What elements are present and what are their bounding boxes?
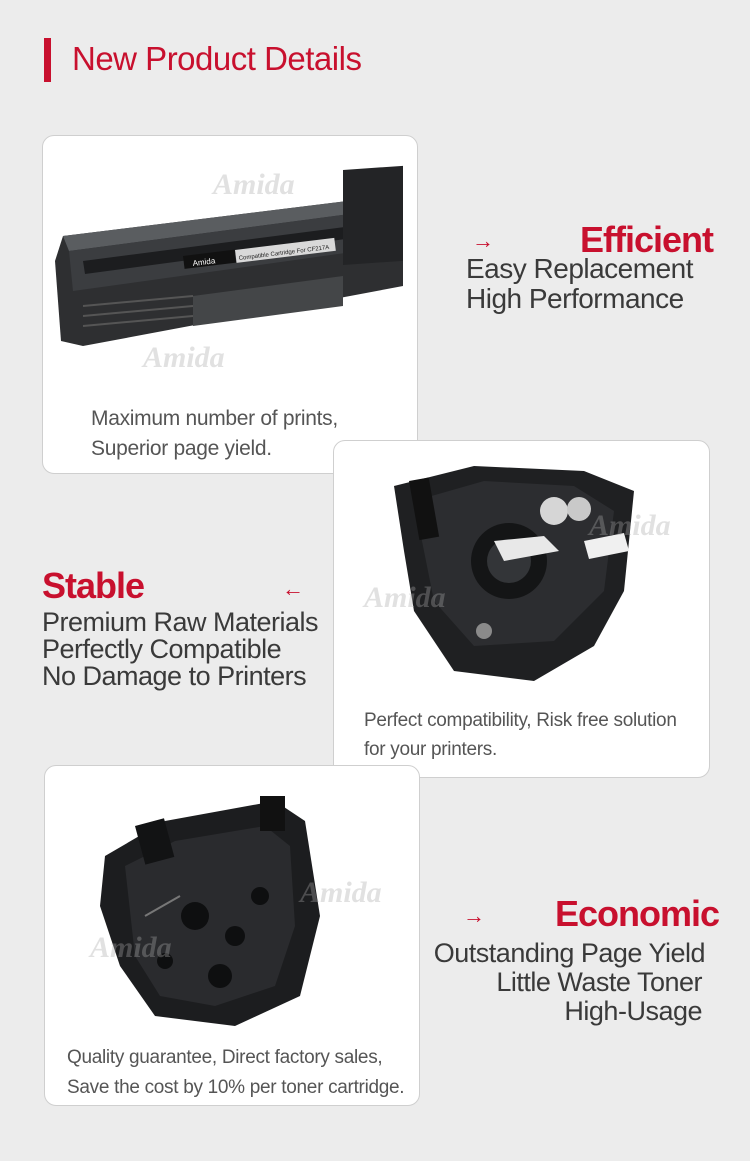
toner-cartridge-end-image xyxy=(100,796,320,1026)
product-card-economic: Amida Amida Quality guarantee, Direct fa… xyxy=(44,765,420,1106)
caption-line: Quality guarantee, Direct factory sales, xyxy=(67,1047,383,1068)
caption-line: Save the cost by 10% per toner cartridge… xyxy=(67,1077,405,1098)
arrow-left-icon: ← xyxy=(282,576,304,601)
feature-line: Little Waste Toner xyxy=(496,967,702,997)
feature-line: Easy Replacement xyxy=(466,253,694,284)
watermark-bottom: Amida xyxy=(90,931,172,964)
feature-line: Premium Raw Materials xyxy=(42,607,319,637)
feature-line: High-Usage xyxy=(564,996,702,1026)
product-card-stable: Amida Amida Perfect compatibility, Risk … xyxy=(333,440,710,778)
product-card-efficient: Amida Compatible Cartridge For CF217A Am… xyxy=(42,135,418,474)
feature-line: High Performance xyxy=(466,283,684,314)
feature-title-stable: Stable xyxy=(42,565,145,606)
header-accent-bar xyxy=(44,38,51,82)
toner-cartridge-top-image: Amida Compatible Cartridge For CF217A xyxy=(55,165,403,346)
caption-line: Perfect compatibility, Risk free solutio… xyxy=(364,710,677,731)
feature-line: No Damage to Printers xyxy=(42,661,307,691)
card-caption-stable: Perfect compatibility, Risk free solutio… xyxy=(364,706,677,764)
page-title: New Product Details xyxy=(72,40,362,77)
arrow-right-icon: → xyxy=(463,903,485,928)
feature-line: Outstanding Page Yield xyxy=(433,938,706,968)
caption-line: Maximum number of prints, xyxy=(91,407,338,430)
caption-line: for your printers. xyxy=(364,739,497,760)
card-caption-economic: Quality guarantee, Direct factory sales,… xyxy=(67,1043,405,1103)
cartridge-label-brand: Amida xyxy=(192,256,216,268)
feature-title-economic: Economic xyxy=(555,893,720,934)
toner-cartridge-side-image xyxy=(394,466,634,681)
watermark-top: Amida xyxy=(300,876,382,909)
card-caption-efficient: Maximum number of prints, Superior page … xyxy=(91,404,338,464)
watermark-bottom: Amida xyxy=(143,341,225,374)
watermark-top: Amida xyxy=(589,509,671,542)
arrow-right-icon: → xyxy=(472,228,494,253)
watermark-top: Amida xyxy=(213,168,295,201)
caption-line: Superior page yield. xyxy=(91,437,272,460)
watermark-bottom: Amida xyxy=(364,581,446,614)
feature-title-efficient: Efficient xyxy=(580,219,714,260)
feature-line: Perfectly Compatible xyxy=(42,634,282,664)
